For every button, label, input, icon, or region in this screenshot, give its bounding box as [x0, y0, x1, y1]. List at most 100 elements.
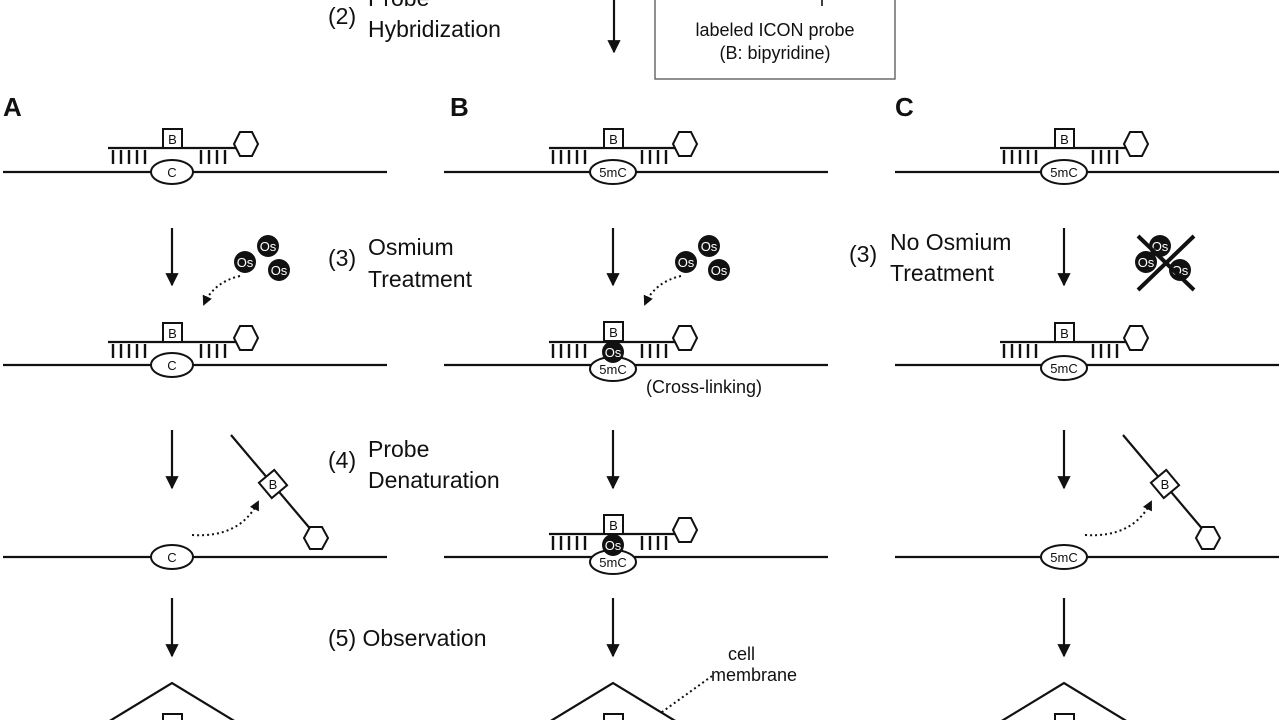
step-3-title-line1: Osmium [368, 234, 454, 260]
svg-text:B: B [1060, 326, 1069, 341]
panel-label-b: B [450, 92, 469, 122]
osmium-icon [708, 259, 730, 281]
bipyridine-box [603, 514, 624, 535]
svg-text:Os: Os [605, 538, 622, 553]
panel-c-hybrid-complex: B 5mC [895, 128, 1279, 185]
panel-a-denatured: C [3, 544, 387, 570]
svg-text:B: B [609, 518, 618, 533]
panel-b-cross-linked: 5mC Os B (Cross-linking) [444, 321, 828, 397]
osmium-icon [257, 235, 279, 257]
bipyridine-box [162, 322, 183, 343]
svg-text:B: B [168, 132, 177, 147]
panel-a-after-treatment: B C [3, 322, 387, 378]
cytosine-base [150, 159, 194, 185]
step-3-title-line2: Treatment [368, 266, 473, 292]
step-4-number: (4) [328, 447, 356, 473]
osmium-cluster-c-crossed: Os Os Os [1135, 234, 1196, 292]
osmium-cluster-b: Os Os Os [643, 235, 730, 306]
svg-text:B: B [609, 132, 618, 147]
step-2-title-line1: Probe [368, 0, 429, 11]
svg-text:B: B [269, 477, 278, 492]
svg-text:5mC: 5mC [599, 555, 626, 570]
methyl-cytosine-base [589, 159, 637, 185]
step-4-label: (4) Probe Denaturation [328, 436, 500, 493]
fluorophore-hexagon-icon [232, 131, 260, 157]
methyl-cytosine-base [1040, 159, 1088, 185]
svg-text:C: C [167, 358, 176, 373]
svg-text:Os: Os [605, 345, 622, 360]
panel-b-retained-probe: 5mC Os B [444, 514, 828, 575]
legend-line-1: labeled ICON probe [695, 20, 854, 40]
bipyridine-box [603, 321, 624, 342]
svg-text:5mC: 5mC [1050, 165, 1077, 180]
panel-c-after-treatment: B 5mC [895, 322, 1279, 381]
step-3c-label: (3) No Osmium Treatment [849, 229, 1011, 286]
osmium-icon [268, 259, 290, 281]
cytosine-base [150, 544, 194, 570]
svg-text:B: B [609, 325, 618, 340]
osmium-icon [1135, 251, 1157, 273]
svg-text:Os: Os [701, 239, 718, 254]
fluorophore-hexagon-icon [1122, 325, 1150, 351]
cell-b [550, 681, 676, 720]
svg-text:membrane: membrane [711, 665, 797, 685]
svg-text:Os: Os [1138, 255, 1155, 270]
svg-text:5mC: 5mC [599, 362, 626, 377]
svg-text:5mC: 5mC [599, 165, 626, 180]
step-4-title-line2: Denaturation [368, 467, 500, 493]
fluorophore-hexagon-icon [232, 325, 260, 351]
panel-b-hybrid-complex: B 5mC [444, 128, 828, 185]
step-2-number: (2) [328, 3, 356, 29]
methyl-cytosine-base [1040, 544, 1088, 570]
cell-c [1001, 681, 1127, 720]
cell-a [109, 681, 235, 720]
step-4-title-line1: Probe [368, 436, 429, 462]
svg-text:B: B [168, 326, 177, 341]
osmium-icon [234, 251, 256, 273]
svg-text:Os: Os [678, 255, 695, 270]
osmium-icon [602, 341, 624, 363]
probe-legend-box: labeled ICON probe (B: bipyridine) [654, 0, 896, 80]
cytosine-base [150, 352, 194, 378]
svg-text:Os: Os [271, 263, 288, 278]
svg-text:5mC: 5mC [1050, 361, 1077, 376]
step-3c-title-line1: No Osmium [890, 229, 1011, 255]
fluorophore-hexagon-icon [1194, 526, 1222, 550]
fluorophore-hexagon-icon [1122, 131, 1150, 157]
svg-text:Os: Os [237, 255, 254, 270]
bipyridine-box [1054, 128, 1075, 149]
osmium-icon [1169, 259, 1191, 281]
svg-text:Os: Os [260, 239, 277, 254]
cell-membrane-label: cell membrane [661, 644, 797, 713]
svg-text:C: C [167, 550, 176, 565]
methyl-cytosine-base [1040, 355, 1088, 381]
svg-text:5mC: 5mC [1050, 550, 1077, 565]
step-3-number: (3) [328, 245, 356, 271]
svg-text:C: C [167, 165, 176, 180]
step-5-label: (5) Observation [328, 625, 487, 651]
fluorophore-hexagon-icon [671, 131, 699, 157]
svg-text:B: B [1060, 132, 1069, 147]
osmium-cluster-a: Os Os Os [202, 235, 290, 306]
panel-label-c: C [895, 92, 914, 122]
svg-text:Os: Os [1152, 239, 1169, 254]
step-2-label: (2) Probe Hybridization [328, 0, 501, 42]
step-2-title-line2: Hybridization [368, 16, 501, 42]
step-3c-number: (3) [849, 241, 877, 267]
legend-line-2: (B: bipyridine) [719, 43, 830, 63]
osmium-icon [602, 534, 624, 556]
bipyridine-box [162, 128, 183, 149]
fluorophore-hexagon-icon [671, 517, 699, 543]
step-3-label: (3) Osmium Treatment [328, 234, 473, 292]
cross-out-icon [1136, 234, 1196, 292]
osmium-icon [698, 235, 720, 257]
osmium-icon [675, 251, 697, 273]
panel-label-a: A [3, 92, 22, 122]
svg-text:B: B [1161, 477, 1170, 492]
panel-a-hybrid-complex: B C [3, 128, 387, 185]
released-probe-a: B [191, 434, 330, 550]
fluorophore-hexagon-icon [671, 325, 699, 351]
bipyridine-box [603, 128, 624, 149]
svg-text:cell: cell [728, 644, 755, 664]
